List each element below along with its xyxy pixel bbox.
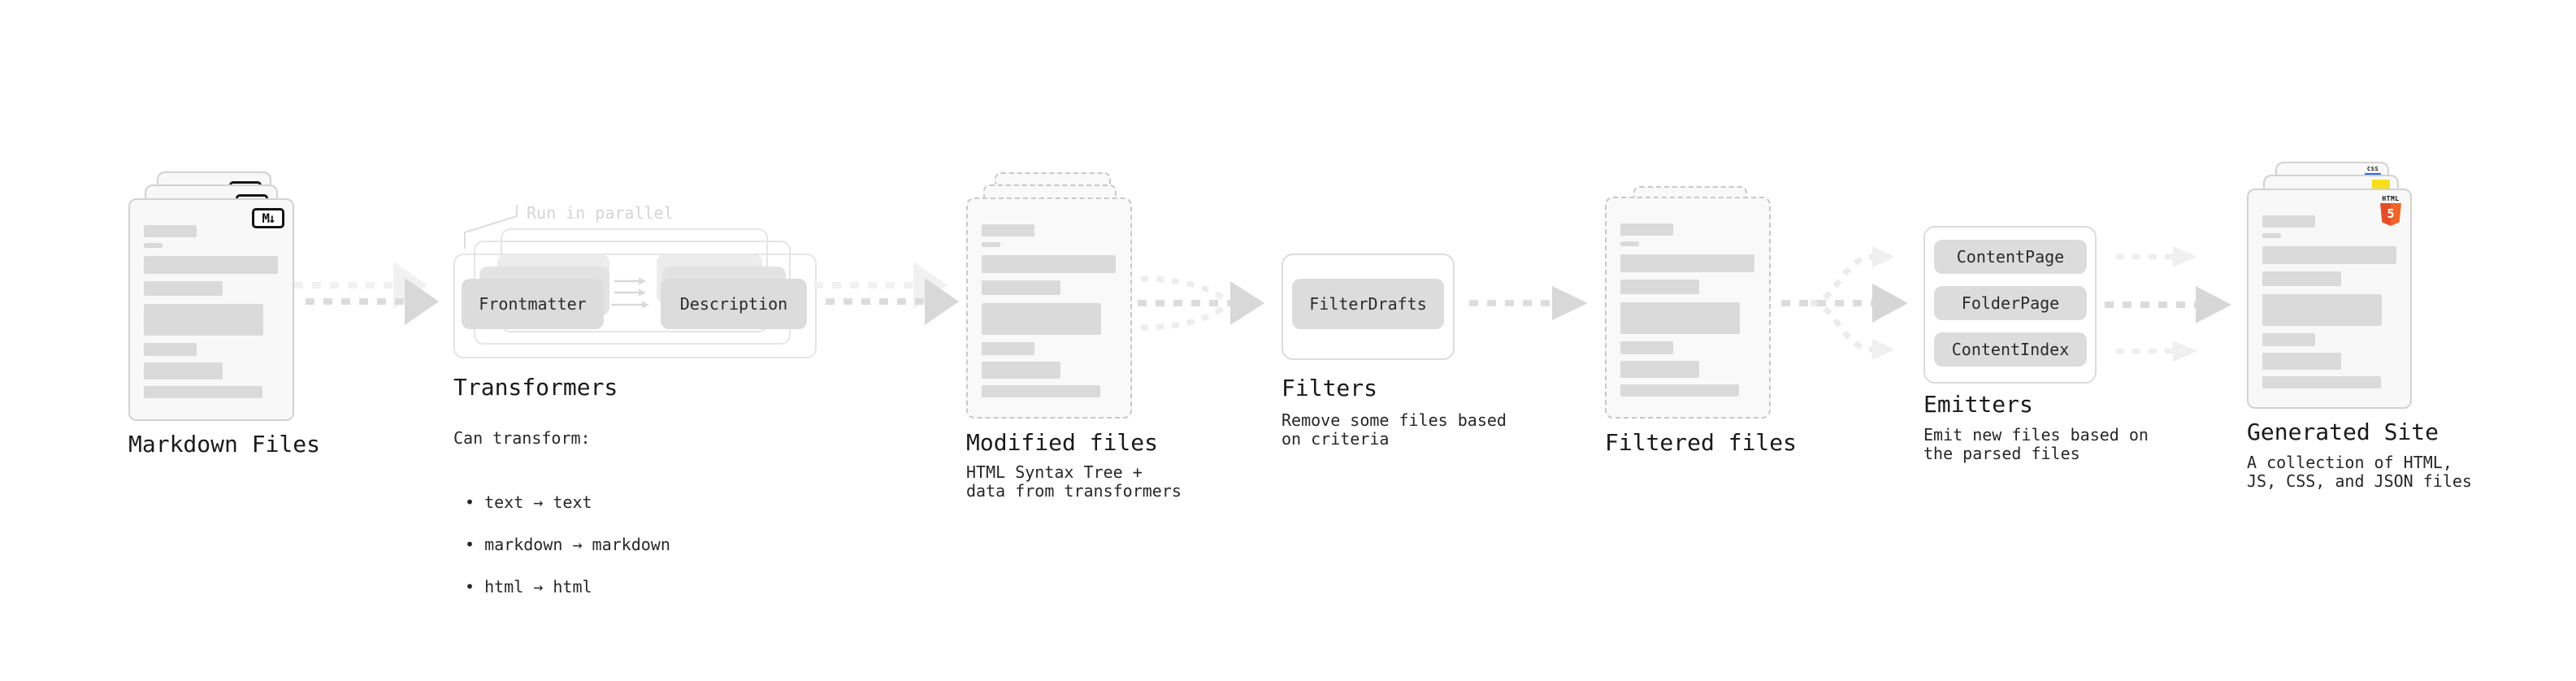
placeholder-bar bbox=[2262, 294, 2382, 326]
placeholder-bar bbox=[982, 224, 1034, 236]
html5-icon: HTML 5 bbox=[2380, 195, 2401, 226]
placeholder-bar bbox=[982, 280, 1060, 295]
modified-file-card bbox=[966, 197, 1132, 419]
arrow-markdown-to-transformers bbox=[294, 262, 439, 325]
placeholder-bar bbox=[982, 385, 1100, 397]
folderpage-box: FolderPage bbox=[1934, 286, 2087, 320]
filters-caption: Remove some files based on criteria bbox=[1281, 410, 1507, 449]
placeholder-bar bbox=[144, 386, 262, 398]
placeholder-bar bbox=[2262, 215, 2315, 228]
modified-files-caption: HTML Syntax Tree + data from transformer… bbox=[966, 462, 1182, 501]
frontmatter-box: Frontmatter bbox=[462, 279, 604, 329]
placeholder-bar bbox=[1620, 361, 1699, 378]
transformers-caption-heading: Can transform: bbox=[453, 428, 591, 448]
arrow-transformers-to-modified bbox=[814, 262, 959, 325]
placeholder-bar bbox=[144, 343, 197, 356]
placeholder-bar bbox=[1620, 384, 1739, 397]
placeholder-bar bbox=[1620, 280, 1699, 294]
placeholder-bar bbox=[144, 256, 278, 274]
placeholder-bar bbox=[982, 342, 1034, 355]
arrow-modified-to-filters bbox=[1138, 275, 1264, 331]
arrow-filters-to-filtered bbox=[1469, 286, 1588, 320]
contentindex-box: ContentIndex bbox=[1934, 332, 2087, 367]
javascript-icon bbox=[2372, 180, 2390, 189]
markdown-icon: M↓ bbox=[252, 208, 284, 228]
transformers-bullet: markdown → markdown bbox=[453, 534, 670, 555]
arrow-emitters-bottom bbox=[2116, 340, 2197, 362]
placeholder-bar bbox=[2262, 333, 2315, 346]
parallel-callout-line bbox=[464, 205, 518, 249]
placeholder-bar bbox=[1620, 341, 1673, 354]
emitters-title: Emitters bbox=[1923, 391, 2033, 418]
html5-shield: 5 bbox=[2380, 203, 2401, 226]
modified-files-title: Modified files bbox=[966, 429, 1159, 456]
parallel-arrows-icon bbox=[611, 277, 649, 309]
description-box: Description bbox=[661, 279, 807, 329]
placeholder-bar bbox=[1620, 302, 1740, 334]
html-file-card: HTML 5 bbox=[2247, 189, 2412, 409]
run-in-parallel-label: Run in parallel bbox=[527, 203, 674, 223]
placeholder-bar bbox=[1620, 241, 1639, 246]
filtered-file-card bbox=[1605, 197, 1771, 419]
css-icon-label: CSS bbox=[2366, 166, 2379, 172]
transformers-caption: Can transform: text → text markdown → ma… bbox=[453, 410, 670, 637]
placeholder-bar bbox=[982, 242, 1000, 247]
generated-site-caption: A collection of HTML, JS, CSS, and JSON … bbox=[2247, 453, 2472, 491]
placeholder-bar bbox=[2262, 246, 2396, 264]
placeholder-bar bbox=[2262, 376, 2381, 388]
transformers-bullet: html → html bbox=[453, 576, 670, 597]
placeholder-bar bbox=[144, 281, 223, 296]
placeholder-bar bbox=[982, 255, 1116, 273]
filtered-files-title: Filtered files bbox=[1605, 429, 1798, 456]
arrow-filtered-to-emitters bbox=[1781, 246, 1908, 360]
arrow-emitters-middle bbox=[2105, 286, 2231, 323]
placeholder-bar bbox=[144, 362, 223, 380]
arrow-emitters-top bbox=[2116, 246, 2197, 267]
filterdrafts-box: FilterDrafts bbox=[1292, 279, 1444, 329]
markdown-file-card-front: M↓ bbox=[128, 198, 294, 421]
placeholder-bar bbox=[2262, 271, 2341, 286]
markdown-files-title: Markdown Files bbox=[128, 431, 321, 458]
placeholder-bar bbox=[2262, 233, 2281, 238]
transformers-title: Transformers bbox=[453, 374, 618, 401]
filters-title: Filters bbox=[1281, 375, 1378, 401]
placeholder-bar bbox=[144, 225, 197, 237]
transformer-outline-front bbox=[453, 254, 817, 358]
placeholder-bar bbox=[144, 243, 163, 248]
generated-site-title: Generated Site bbox=[2247, 419, 2439, 445]
placeholder-bar bbox=[982, 303, 1101, 335]
placeholder-bar bbox=[144, 304, 263, 336]
contentpage-box: ContentPage bbox=[1934, 240, 2087, 274]
transformers-bullet-list: text → text markdown → markdown html → h… bbox=[453, 471, 670, 618]
emitters-caption: Emit new files based on the parsed files bbox=[1923, 425, 2149, 463]
placeholder-bar bbox=[1620, 254, 1754, 272]
html5-icon-label: HTML bbox=[2382, 195, 2400, 202]
placeholder-bar bbox=[1620, 223, 1673, 236]
placeholder-bar bbox=[982, 362, 1060, 379]
placeholder-bar bbox=[2262, 353, 2341, 370]
transformers-bullet: text → text bbox=[453, 492, 670, 513]
